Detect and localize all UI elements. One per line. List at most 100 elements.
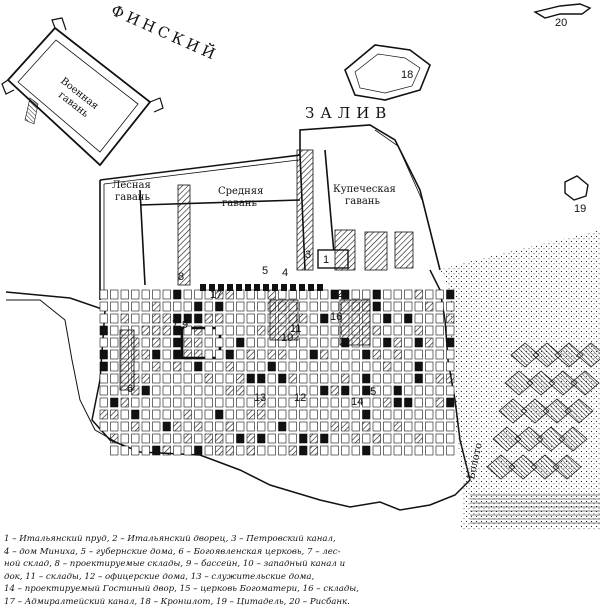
building-block xyxy=(257,385,266,396)
building-block xyxy=(299,385,308,396)
building-block xyxy=(152,361,161,372)
building-block xyxy=(120,409,129,420)
building-block xyxy=(194,313,203,324)
warehouse-block xyxy=(394,231,414,269)
building-block xyxy=(414,301,423,312)
building-block xyxy=(183,409,192,420)
building-block xyxy=(414,397,423,408)
swamp-plot xyxy=(486,454,516,480)
building-block xyxy=(393,349,402,360)
building-block xyxy=(257,289,266,300)
building-block xyxy=(372,361,381,372)
building-block xyxy=(204,397,213,408)
building-block xyxy=(425,397,434,408)
building-block xyxy=(183,313,192,324)
building-block xyxy=(183,421,192,432)
building-block xyxy=(414,409,423,420)
building-block xyxy=(162,397,171,408)
building-block xyxy=(141,397,150,408)
building-block xyxy=(435,409,444,420)
building-block xyxy=(110,301,119,312)
building-block xyxy=(162,313,171,324)
building-block xyxy=(383,361,392,372)
building-block xyxy=(362,409,371,420)
building-block xyxy=(341,409,350,420)
building-block xyxy=(393,421,402,432)
building-block xyxy=(246,325,255,336)
building-block xyxy=(362,445,371,456)
building-block xyxy=(372,385,381,396)
sea-label-zaliv: ЗАЛИВ xyxy=(305,104,392,122)
building-block xyxy=(299,397,308,408)
building-block xyxy=(173,373,182,384)
canal-building xyxy=(308,284,314,291)
building-block xyxy=(225,373,234,384)
building-block xyxy=(435,289,444,300)
building-block xyxy=(152,337,161,348)
building-block xyxy=(372,349,381,360)
building-block xyxy=(278,433,287,444)
building-block xyxy=(425,361,434,372)
building-block xyxy=(173,385,182,396)
canal-building xyxy=(290,284,296,291)
building-block xyxy=(110,433,119,444)
building-block xyxy=(330,289,339,300)
building-block xyxy=(173,325,182,336)
building-block xyxy=(372,445,381,456)
swamp-plot xyxy=(514,426,544,452)
building-block xyxy=(278,361,287,372)
building-block xyxy=(99,337,108,348)
building-block xyxy=(299,325,308,336)
building-block xyxy=(162,421,171,432)
building-block xyxy=(320,373,329,384)
building-block xyxy=(162,445,171,456)
building-block xyxy=(215,397,224,408)
building-block xyxy=(246,421,255,432)
building-block xyxy=(383,409,392,420)
building-block xyxy=(99,385,108,396)
building-block xyxy=(393,385,402,396)
building-block xyxy=(404,337,413,348)
building-block xyxy=(309,421,318,432)
building-block xyxy=(320,337,329,348)
building-block xyxy=(309,361,318,372)
building-block xyxy=(141,313,150,324)
building-block xyxy=(204,421,213,432)
building-block xyxy=(215,361,224,372)
building-block xyxy=(110,349,119,360)
building-block xyxy=(309,301,318,312)
building-block xyxy=(372,373,381,384)
building-block xyxy=(162,289,171,300)
building-block xyxy=(446,313,455,324)
building-block xyxy=(288,289,297,300)
building-block xyxy=(320,361,329,372)
building-block xyxy=(162,301,171,312)
building-block xyxy=(110,313,119,324)
warehouse-block xyxy=(334,229,356,271)
legend-line: 14 – проектируемый Гостиный двор, 15 – ц… xyxy=(4,584,360,595)
canal-building xyxy=(281,284,287,291)
building-block xyxy=(404,349,413,360)
building-block xyxy=(120,301,129,312)
marker-19: 19 xyxy=(574,203,586,215)
building-block xyxy=(120,397,129,408)
building-block xyxy=(225,301,234,312)
building-block xyxy=(99,349,108,360)
legend-line: док, 11 – склады, 12 – офицерские дома, … xyxy=(4,571,315,582)
building-block xyxy=(362,349,371,360)
building-block xyxy=(383,433,392,444)
building-block xyxy=(320,433,329,444)
building-block xyxy=(414,421,423,432)
marker-10: 10 xyxy=(281,332,293,344)
building-block xyxy=(141,433,150,444)
label-timber-harbor-2: гавань xyxy=(115,192,150,203)
building-block xyxy=(446,361,455,372)
building-block xyxy=(162,349,171,360)
building-block xyxy=(162,361,171,372)
building-block xyxy=(141,409,150,420)
swamp-plot xyxy=(576,342,600,368)
building-block xyxy=(362,397,371,408)
building-block xyxy=(194,349,203,360)
building-block xyxy=(131,421,140,432)
building-block xyxy=(393,337,402,348)
